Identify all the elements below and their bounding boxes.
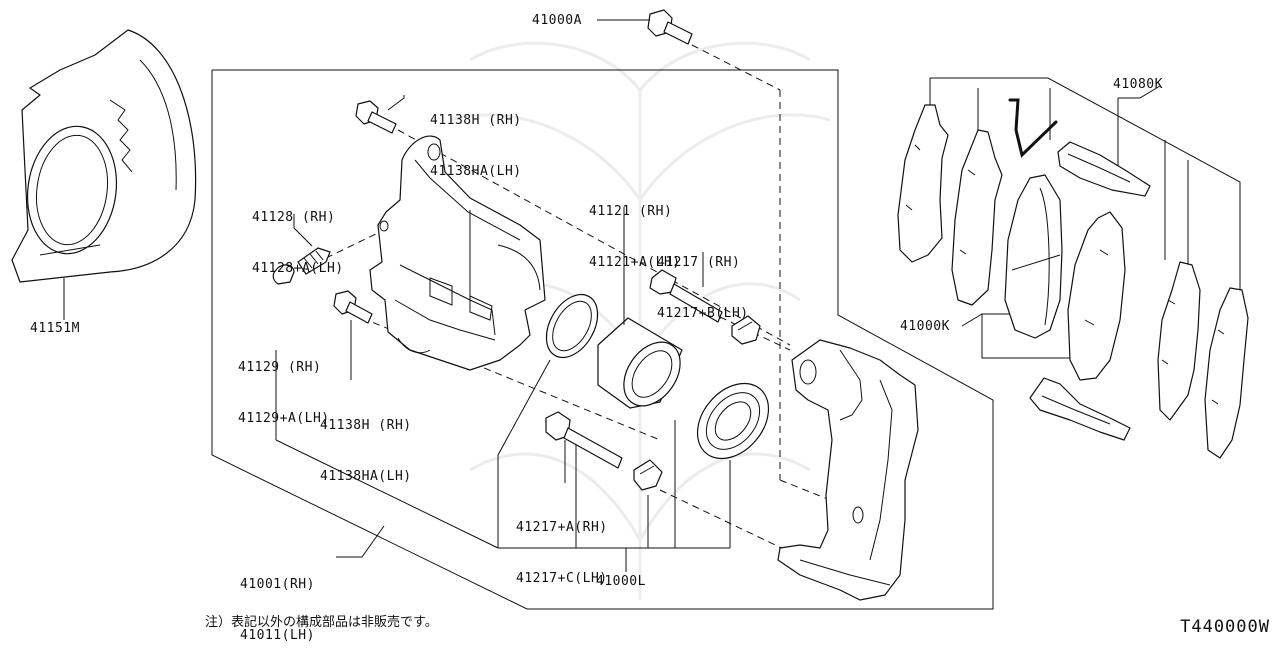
label-41217A: 41217+A(RH) 41217+C(LH) [516, 485, 608, 604]
bolt-41138H-mid [333, 290, 373, 324]
label-41128: 41128 (RH) 41128+A(LH) [252, 175, 344, 294]
label-41217-rh: 41217 (RH) [657, 255, 741, 270]
label-41217: 41217 (RH) 41217+B(LH) [657, 220, 749, 339]
bleeder-screw [297, 247, 331, 275]
leader-lines [63, 19, 1070, 572]
label-41217-lh: 41217+B(LH) [657, 306, 749, 321]
bolt-41000A [647, 9, 693, 45]
brake-pad-inner [1004, 174, 1063, 339]
piston-seal [545, 293, 599, 359]
pin-boot-upper [731, 315, 761, 345]
footnote: 注）表記以外の構成部品は非販売です。 [205, 615, 438, 630]
slide-pin-lower [545, 411, 623, 469]
pad-shim-2 [951, 129, 1003, 306]
diagram-ref-code: T440000W [1180, 617, 1270, 637]
label-41128-lh: 41128+A(LH) [252, 261, 344, 276]
label-41129-rh: 41129 (RH) [238, 360, 322, 375]
label-41001-rh: 41001(RH) [240, 577, 315, 592]
label-41128-rh: 41128 (RH) [252, 210, 336, 225]
pad-spring-wire [1008, 98, 1058, 158]
pad-clip-upper [1057, 141, 1151, 197]
piston-boot [696, 382, 770, 460]
pad-shim-1 [897, 104, 949, 263]
label-41000A: 41000A [532, 13, 582, 28]
bleeder-cap [272, 264, 295, 285]
label-41001: 41001(RH) 41011(LH) [240, 542, 315, 661]
pad-kit-leaders [929, 77, 1241, 290]
assembly-frame [211, 69, 994, 610]
label-41000L: 41000L [596, 574, 646, 589]
label-41138H-top-lh: 41138HA(LH) [430, 164, 522, 179]
label-41138H-mid-lh: 41138HA(LH) [320, 469, 412, 484]
label-41138H-top: 41138H (RH) 41138HA(LH) [430, 78, 522, 197]
label-41080K: 41080K [1113, 77, 1163, 92]
label-41138H-mid-rh: 41138H (RH) [320, 418, 412, 433]
label-41217A-rh: 41217+A(RH) [516, 520, 608, 535]
slide-pin-upper [649, 269, 723, 323]
label-41138H-top-rh: 41138H (RH) [430, 113, 522, 128]
label-41121-lh: 41121+A(LH) [589, 255, 681, 270]
pad-shim-3 [1157, 261, 1201, 421]
label-41121: 41121 (RH) 41121+A(LH) [589, 169, 681, 288]
label-41217A-lh: 41217+C(LH) [516, 571, 608, 586]
support-bracket [777, 339, 919, 601]
bolt-41138H-top [355, 100, 397, 134]
brake-caliper-exploded-diagram [11, 9, 1249, 610]
brake-pad-outer [1067, 211, 1126, 381]
caliper-body [369, 135, 546, 371]
label-41129-lh: 41129+A(LH) [238, 411, 330, 426]
label-41121-rh: 41121 (RH) [589, 204, 673, 219]
label-41138H-mid: 41138H (RH) 41138HA(LH) [320, 383, 412, 502]
dust-shield-part [11, 29, 197, 283]
pin-boot-lower [633, 459, 663, 491]
pad-clip-lower [1029, 377, 1131, 441]
label-41000K: 41000K [900, 319, 950, 334]
label-41129: 41129 (RH) 41129+A(LH) [238, 325, 330, 444]
pad-shim-4 [1204, 287, 1249, 459]
piston [597, 317, 683, 409]
label-41151M: 41151M [30, 321, 80, 336]
